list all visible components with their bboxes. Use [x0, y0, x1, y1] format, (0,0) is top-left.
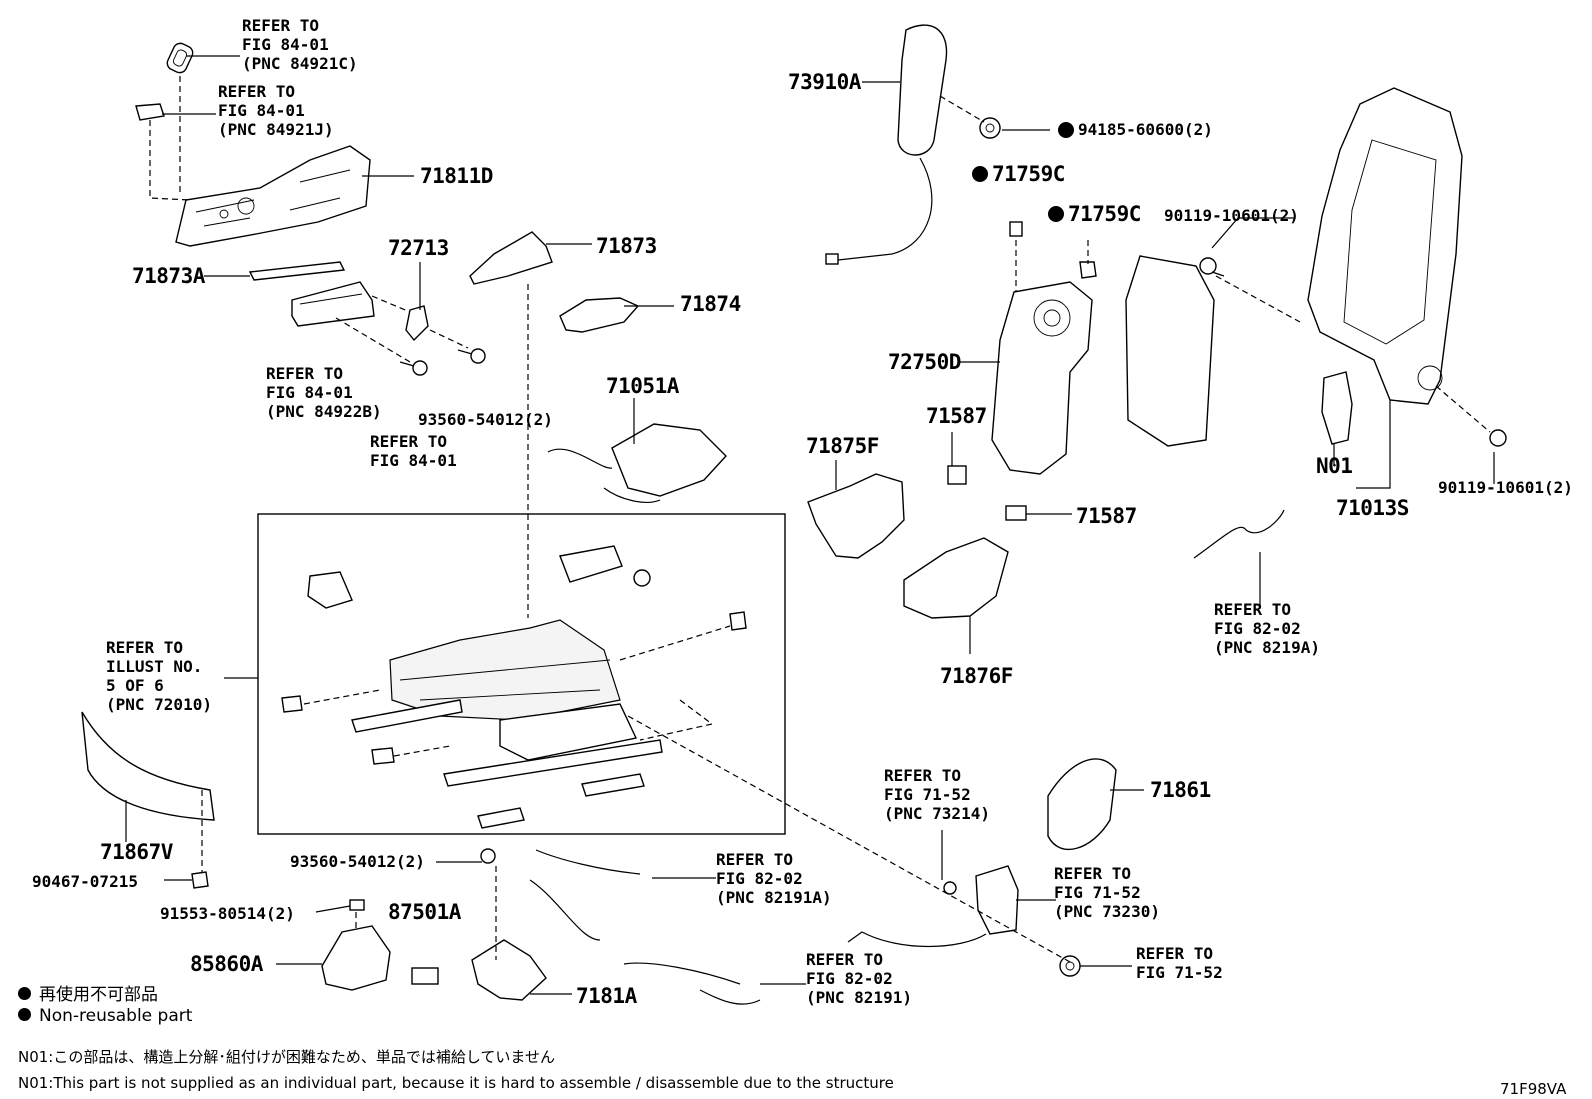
harness-8219a-shape [1193, 509, 1285, 559]
label-71876f: 71876F [940, 664, 1013, 688]
label-71013s: 71013S [1336, 496, 1409, 520]
label-71874: 71874 [680, 292, 741, 316]
clip-71587-a-shape [947, 465, 967, 485]
ref-fig-84-01-84921j: REFER TO FIG 84-01 (PNC 84921J) [218, 82, 334, 139]
ref-illust-5-of-6: REFER TO ILLUST NO. 5 OF 6 (PNC 72010) [106, 638, 212, 714]
legend-nonreusable-en: Non-reusable part [18, 1006, 192, 1026]
label-93560-54012-b: 93560-54012(2) [290, 852, 425, 871]
part-87501a-shape [411, 967, 439, 985]
part-71013s-shape [1307, 87, 1463, 405]
seat-adjuster-shapes [281, 545, 747, 829]
nonreusable-dot-94185 [1058, 122, 1074, 138]
dashed-assembly-lines [149, 76, 1491, 963]
label-7181a: 7181A [576, 984, 637, 1008]
nonreusable-dot-icon [18, 1007, 31, 1021]
part-85860a-shape [321, 925, 391, 991]
label-93560-54012-a: 93560-54012(2) [418, 410, 553, 429]
harness-82191-shape [623, 962, 761, 1005]
nonreusable-dot-71759c-b [1048, 206, 1064, 222]
part-72750d-shape [991, 281, 1093, 475]
part-71861-shape [1047, 758, 1117, 851]
clip-71759c-a-shape [1009, 221, 1023, 237]
legend-nonreusable-jp: 再使用不可部品 [18, 980, 158, 1005]
part-84922b-shape [291, 281, 375, 327]
screw-91553-shape [349, 899, 365, 911]
label-91553-80514: 91553-80514(2) [160, 904, 295, 923]
seatback-panel-shape [1125, 255, 1215, 447]
ref-fig-84-01-84922b: REFER TO FIG 84-01 (PNC 84922B) [266, 364, 382, 421]
part-71811d-shape [175, 145, 371, 247]
legend-en-text: Non-reusable part [39, 1006, 193, 1026]
label-73910a: 73910A [788, 70, 861, 94]
label-71759c-a: 71759C [992, 162, 1065, 186]
label-71873: 71873 [596, 234, 657, 258]
label-90467-07215: 90467-07215 [32, 872, 138, 891]
leader-lines [125, 55, 1495, 995]
label-71051a: 71051A [606, 374, 679, 398]
part-71873-shape [469, 231, 553, 285]
ref-fig-71-52-73214: REFER TO FIG 71-52 (PNC 73214) [884, 766, 990, 823]
part-7181a-shape [471, 939, 547, 1001]
ref-fig-71-52: REFER TO FIG 71-52 [1136, 944, 1223, 982]
label-71759c-b: 71759C [1068, 202, 1141, 226]
legend-jp-text: 再使用不可部品 [39, 985, 158, 1005]
label-71587-b: 71587 [1076, 504, 1137, 528]
nonreusable-dot-icon [18, 986, 31, 1000]
label-90119-10601-a: 90119-10601(2) [1164, 206, 1299, 225]
nut-94185-shape [979, 117, 1001, 139]
label-71811d: 71811D [420, 164, 493, 188]
bolt-90119-a-shape [1199, 257, 1225, 277]
clip-71759c-b-shape [1079, 261, 1097, 279]
label-85860a: 85860A [190, 952, 263, 976]
part-71876f-shape [903, 537, 1009, 619]
label-71861: 71861 [1150, 778, 1211, 802]
label-72750d: 72750D [888, 350, 961, 374]
label-71867v: 71867V [100, 840, 173, 864]
part-84921j-shape [135, 103, 165, 121]
bolt-90119-b-shape [1489, 429, 1507, 447]
ref-fig-82-02-82191: REFER TO FIG 82-02 (PNC 82191) [806, 950, 912, 1007]
label-87501a: 87501A [388, 900, 461, 924]
label-n01: N01 [1316, 454, 1353, 478]
ref-fig-82-02-8219a: REFER TO FIG 82-02 (PNC 8219A) [1214, 600, 1320, 657]
ref-fig-84-01: REFER TO FIG 84-01 [370, 432, 457, 470]
screw-93560-shapes [399, 348, 486, 376]
part-73230-shape [847, 865, 1019, 948]
screw-93560-b-shape [480, 848, 496, 864]
label-94185-60600: 94185-60600(2) [1078, 120, 1213, 139]
part-84921c-shape [166, 42, 194, 74]
part-72713-shape [405, 305, 429, 342]
nut-7152-shape [1059, 955, 1081, 977]
nut-73214-shape [943, 881, 957, 895]
note-n01-en: N01:This part is not supplied as an indi… [18, 1074, 894, 1092]
harness-82191a-shape [529, 849, 641, 941]
part-71051a-shape [547, 423, 727, 503]
label-72713: 72713 [388, 236, 449, 260]
part-n01-shape [1321, 371, 1353, 445]
ref-fig-84-01-84921c: REFER TO FIG 84-01 (PNC 84921C) [242, 16, 358, 73]
nonreusable-dot-71759c-a [972, 166, 988, 182]
seat-adjuster-group-box [257, 513, 786, 835]
part-71873a-shape [248, 261, 346, 281]
part-73910a-shape [825, 24, 948, 265]
label-71875f: 71875F [806, 434, 879, 458]
part-71867v-shape [81, 711, 215, 821]
label-71873a: 71873A [132, 264, 205, 288]
label-71587-a: 71587 [926, 404, 987, 428]
ref-fig-71-52-73230: REFER TO FIG 71-52 (PNC 73230) [1054, 864, 1160, 921]
note-n01-jp: N01:この部品は、構造上分解･組付けが困難なため、単品では補給していません [18, 1048, 555, 1066]
ref-fig-82-02-82191a: REFER TO FIG 82-02 (PNC 82191A) [716, 850, 832, 907]
clip-71587-b-shape [1005, 505, 1027, 521]
label-90119-10601-b: 90119-10601(2) [1438, 478, 1573, 497]
diagram-code: 71F98VA [1500, 1080, 1567, 1098]
part-71875f-shape [807, 473, 905, 559]
clip-90467-shape [191, 871, 209, 889]
part-71874-shape [559, 297, 640, 333]
